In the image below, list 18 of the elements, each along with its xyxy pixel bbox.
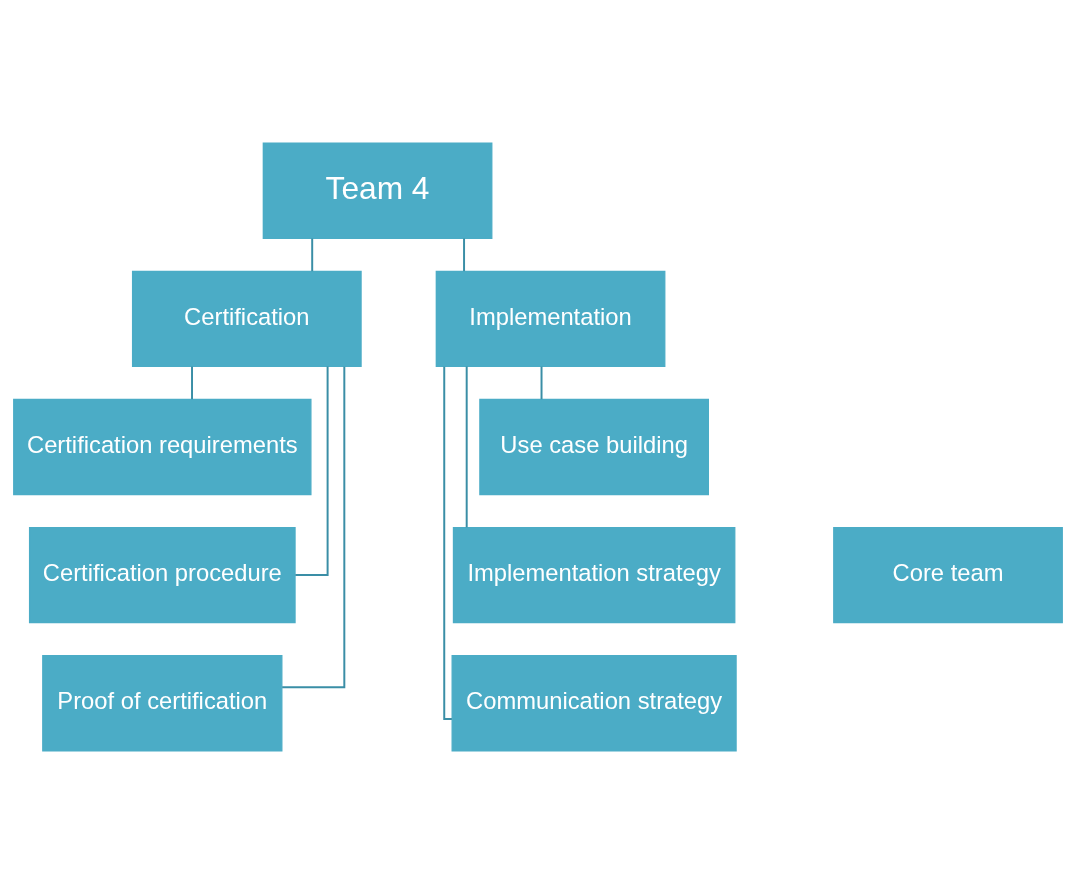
connector [463,237,466,272]
node-box: Team 4 [262,142,493,239]
node-box: Implementation [435,270,666,367]
connector [281,365,346,688]
node-box: Certification procedure [28,526,296,623]
connector [443,365,453,720]
connector [294,365,329,576]
node-box: Use case building [479,398,709,495]
connector [311,237,314,272]
node-box: Certification [131,270,362,367]
node-box: Certification requirements [13,398,312,495]
node-box: Core team [833,526,1063,623]
node-box: Communication strategy [451,654,737,751]
connector [191,365,193,400]
node-box: Proof of certification [42,654,283,751]
node-box: Implementation strategy [452,526,736,623]
connector [465,365,468,528]
connector [540,365,543,400]
